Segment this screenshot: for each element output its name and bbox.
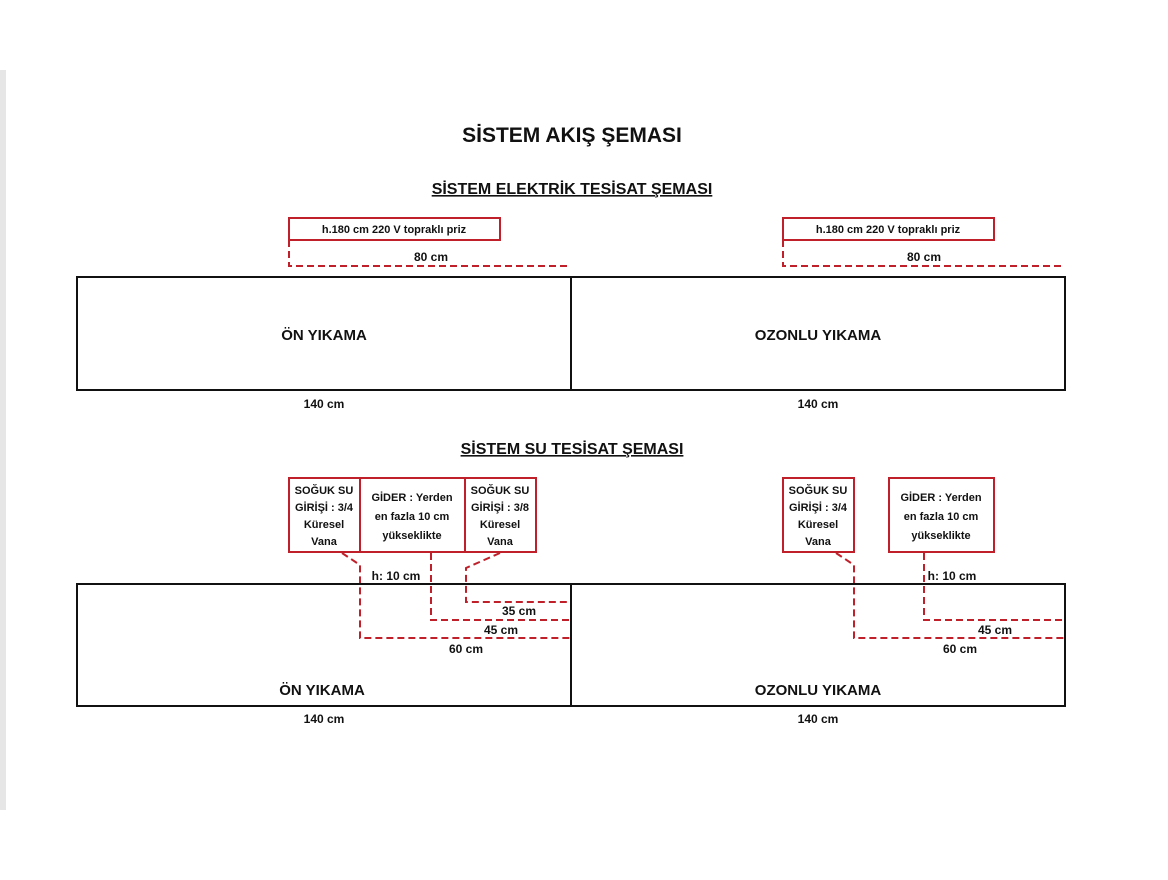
electric-right-width-label: 140 cm <box>798 397 839 411</box>
electric-station-left-label: ÖN YIKAMA <box>281 327 367 344</box>
electric-subtitle: SİSTEM ELEKTRİK TESİSAT ŞEMASI <box>432 180 713 198</box>
water-left-35-line <box>465 552 571 603</box>
water-right-drain-line3: yükseklikte <box>911 530 970 542</box>
electric-left-socket-box <box>288 217 501 241</box>
electric-left-dimension-line <box>288 240 571 267</box>
left-edge-shadow <box>0 70 6 810</box>
water-left-35-label: 35 cm <box>502 604 536 618</box>
water-left-cold-34-line4: Vana <box>311 536 338 548</box>
water-left-cold-38-line4: Vana <box>487 536 514 548</box>
water-right-height-label: h: 10 cm <box>928 569 977 583</box>
water-left-60-line <box>341 552 571 639</box>
water-left-cold-34-line2: GİRİŞİ : 3/4 <box>295 501 354 514</box>
water-left-cold-34-line1: SOĞUK SU <box>295 484 354 497</box>
water-station-right-label: OZONLU YIKAMA <box>755 682 882 699</box>
water-left-height-label: h: 10 cm <box>372 569 421 583</box>
electric-right-socket-box <box>782 217 995 241</box>
water-left-cold-34-line3: Küresel <box>304 519 344 531</box>
water-right-drain-box <box>888 477 995 553</box>
water-right-60-label: 60 cm <box>943 642 977 656</box>
electric-right-dimension-line <box>782 240 1065 267</box>
electric-left-socket-label: h.180 cm 220 V topraklı priz <box>322 224 467 236</box>
water-right-cold-inlet-34-box <box>782 477 855 553</box>
water-station-right <box>570 583 1066 707</box>
water-left-drain-line3: yükseklikte <box>382 530 441 542</box>
electric-left-width-label: 140 cm <box>304 397 345 411</box>
water-right-width-label: 140 cm <box>798 712 839 726</box>
water-right-45-label: 45 cm <box>978 623 1012 637</box>
water-right-drain-line1: GİDER : Yerden <box>900 491 981 504</box>
water-left-45-line <box>430 553 571 621</box>
water-right-drain-line2: en fazla 10 cm <box>904 511 979 523</box>
water-left-cold-inlet-38-box <box>464 477 537 553</box>
electric-left-offset-label: 80 cm <box>414 250 448 264</box>
water-right-pipe-lines <box>835 552 1065 639</box>
page-title: SİSTEM AKIŞ ŞEMASI <box>462 124 682 147</box>
electric-right-offset-label: 80 cm <box>907 250 941 264</box>
electric-station-right <box>570 276 1066 391</box>
water-left-drain-line2: en fazla 10 cm <box>375 511 450 523</box>
electric-right-socket-label: h.180 cm 220 V topraklı priz <box>816 224 961 236</box>
water-left-cold-38-line3: Küresel <box>480 519 520 531</box>
electric-station-right-label: OZONLU YIKAMA <box>755 327 882 344</box>
water-left-cold-38-line1: SOĞUK SU <box>471 484 530 497</box>
water-station-left-label: ÖN YIKAMA <box>279 682 365 699</box>
water-right-45-line <box>923 553 1065 621</box>
water-left-35-label-bg <box>496 604 542 617</box>
water-left-width-label: 140 cm <box>304 712 345 726</box>
water-right-cold-34-line2: GİRİŞİ : 3/4 <box>789 501 848 514</box>
water-right-cold-34-line1: SOĞUK SU <box>789 484 848 497</box>
water-left-pipe-lines <box>341 552 571 639</box>
water-left-45-label: 45 cm <box>484 623 518 637</box>
water-right-cold-34-line3: Küresel <box>798 519 838 531</box>
water-left-cold-38-line2: GİRİŞİ : 3/8 <box>471 501 529 514</box>
water-right-cold-34-line4: Vana <box>805 536 832 548</box>
water-right-60-line <box>835 552 1065 639</box>
water-subtitle: SİSTEM SU TESİSAT ŞEMASI <box>461 440 684 458</box>
water-left-60-label: 60 cm <box>449 642 483 656</box>
water-left-drain-line1: GİDER : Yerden <box>371 491 452 504</box>
